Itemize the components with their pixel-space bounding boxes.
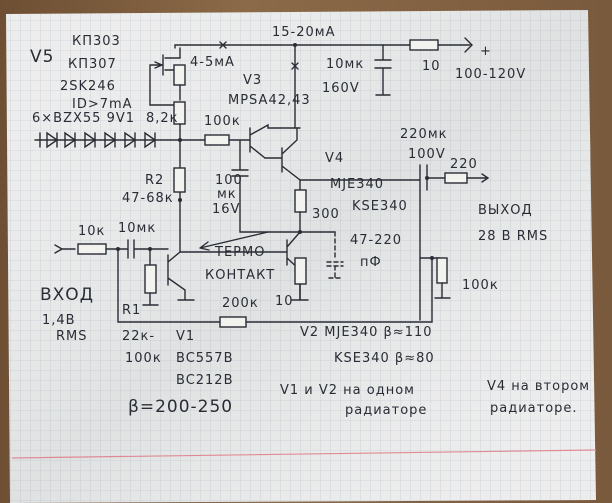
label-kp307: КП307	[68, 57, 117, 72]
label-note-radiator-2: радиаторе.	[490, 401, 578, 416]
label-r-8k2: 8,2к	[146, 111, 179, 126]
label-input: ВХОД	[40, 285, 94, 305]
label-r-out: 220	[450, 157, 478, 172]
label-id: ID>7mA	[72, 97, 133, 112]
label-r-load: 100к	[462, 278, 499, 293]
margin-line	[11, 449, 597, 459]
label-r-100k-base: 100к	[204, 114, 241, 129]
label-r-feedback: 200к	[222, 296, 259, 311]
paper	[6, 10, 597, 503]
label-note-v1-v2: V1 и V2 на одном	[280, 383, 415, 398]
labels: V5 КП303 КП307 2SK246 ID>7mA 15-20мА 4-5…	[30, 25, 590, 418]
label-r-300: 300	[312, 207, 340, 222]
label-note-radiator-1: радиаторе	[345, 403, 427, 418]
label-jfet-current: 4-5мА	[190, 55, 235, 70]
label-note-v4: V4 на втором	[487, 379, 590, 394]
label-contact: КОНТАКТ	[205, 268, 275, 283]
label-plus: +	[480, 44, 492, 59]
label-output-level: 28 В RMS	[478, 229, 548, 244]
label-r1-value-1: 22к-	[122, 329, 155, 344]
label-kp303: КП303	[72, 34, 121, 49]
label-v3: V3	[243, 73, 262, 88]
label-r-emitter: 10	[275, 294, 294, 309]
label-v4-type1: MJE340	[330, 177, 384, 192]
zener-diodes	[39, 131, 157, 149]
wires	[34, 37, 490, 328]
label-c-in: 10мк	[118, 221, 156, 236]
label-thermo: ТЕРМО	[214, 245, 265, 260]
label-c-comp-unit: пФ	[360, 255, 382, 270]
label-r-supply: 10	[422, 59, 441, 74]
label-c-out-voltage: 100V	[408, 147, 446, 162]
label-c-supply-value: 10мк	[326, 57, 364, 72]
label-zeners: 6×BZX55 9V1	[32, 111, 135, 126]
label-v2-line2: KSE340 β≈80	[334, 351, 435, 366]
label-r2-value: 47-68к	[122, 191, 174, 206]
label-v2-line1: V2 MJE340 β≈110	[300, 325, 433, 340]
label-v1-type2: BC212B	[176, 373, 234, 388]
label-2sk246: 2SK246	[60, 79, 116, 94]
label-v1: V1	[176, 329, 195, 344]
label-total-current: 15-20мА	[272, 25, 335, 40]
label-r-in: 10к	[78, 224, 105, 239]
label-c-boot-3: 16V	[212, 202, 240, 217]
label-output: ВЫХОД	[478, 203, 533, 218]
label-c-supply-voltage: 160V	[322, 81, 360, 96]
label-c-boot-2: мк	[217, 187, 237, 202]
label-c-comp-value: 47-220	[350, 233, 402, 248]
label-c-boot-1: 100	[215, 173, 243, 188]
label-v3-type: MPSA42,43	[228, 93, 311, 108]
label-r1: R1	[122, 303, 141, 318]
label-input-level: 1,4В	[42, 313, 76, 328]
label-r2: R2	[145, 173, 164, 188]
label-v5: V5	[30, 47, 54, 67]
label-supply-voltage: 100-120V	[455, 67, 526, 82]
label-c-out-value: 220мк	[400, 127, 447, 142]
label-v1-type1: BC557B	[176, 351, 234, 366]
label-v4: V4	[325, 151, 344, 166]
label-r1-value-2: 100к	[125, 351, 162, 366]
label-v4-type2: KSE340	[352, 199, 408, 214]
label-input-rms: RMS	[56, 329, 88, 344]
label-beta-v1: β=200-250	[128, 397, 233, 417]
